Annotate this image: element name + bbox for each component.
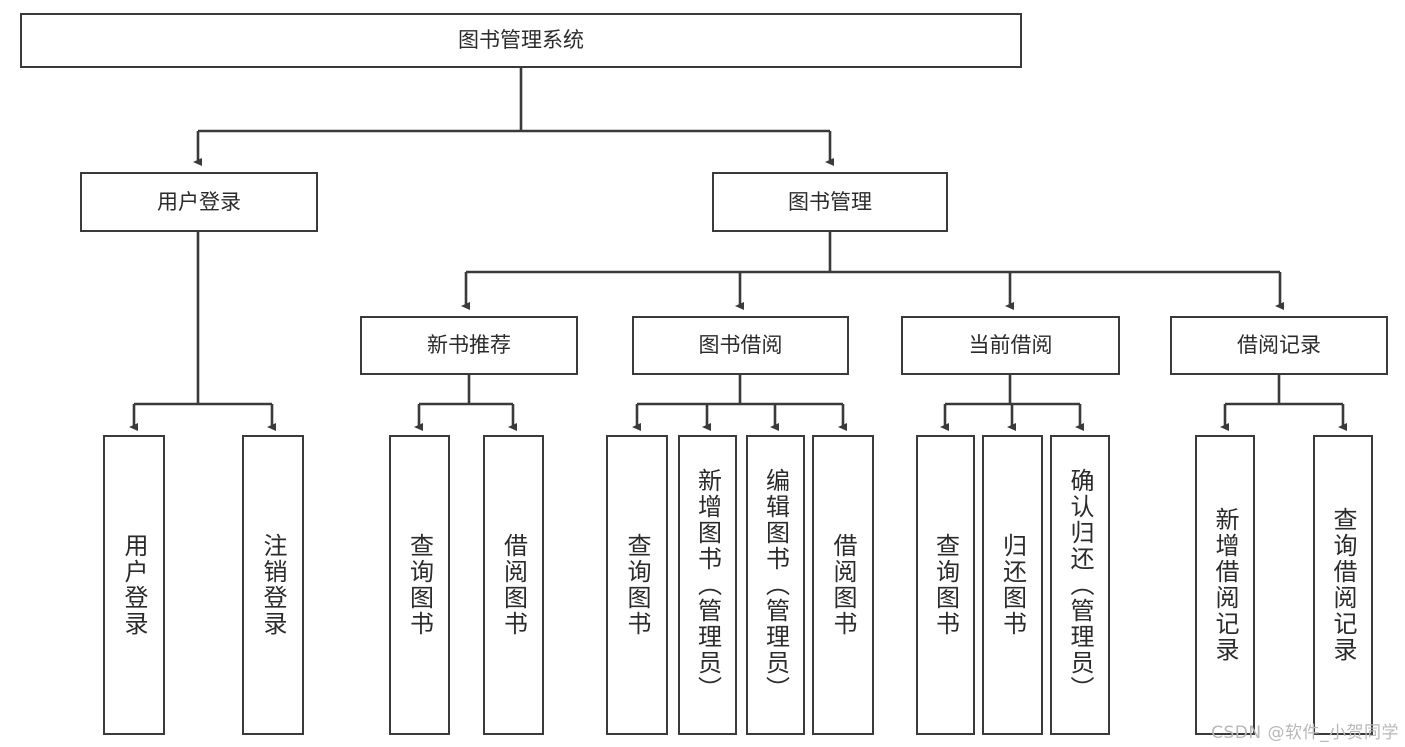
leaf-current-confirm-return-admin[interactable]: 确认归还（管理员） bbox=[1050, 435, 1110, 735]
leaf-user-login-login[interactable]: 用户登录 bbox=[103, 435, 165, 735]
node-label: 新增图书（管理员） bbox=[693, 468, 722, 702]
node-label: 借阅记录 bbox=[1237, 333, 1321, 358]
node-label: 查询图书 bbox=[623, 533, 651, 637]
leaf-user-login-logout[interactable]: 注销登录 bbox=[242, 435, 304, 735]
node-label: 注销登录 bbox=[259, 533, 287, 637]
node-new-book-recommend[interactable]: 新书推荐 bbox=[360, 316, 578, 375]
node-label: 借阅图书 bbox=[499, 533, 528, 637]
node-label: 当前借阅 bbox=[968, 333, 1053, 358]
node-user-login[interactable]: 用户登录 bbox=[80, 172, 318, 232]
node-current-borrow[interactable]: 当前借阅 bbox=[901, 316, 1120, 375]
node-book-management[interactable]: 图书管理 bbox=[712, 172, 948, 232]
leaf-borrow-borrow-book[interactable]: 借阅图书 bbox=[812, 435, 874, 735]
node-label: 图书借阅 bbox=[698, 333, 783, 358]
leaf-record-query-record[interactable]: 查询借阅记录 bbox=[1313, 435, 1373, 735]
leaf-borrow-query-book[interactable]: 查询图书 bbox=[606, 435, 668, 735]
node-label: 查询借阅记录 bbox=[1329, 507, 1357, 663]
node-label: 用户登录 bbox=[157, 189, 241, 214]
leaf-current-return-book[interactable]: 归还图书 bbox=[982, 435, 1043, 735]
node-label: 归还图书 bbox=[998, 533, 1027, 637]
node-label: 查询图书 bbox=[405, 533, 434, 637]
node-label: 确认归还（管理员） bbox=[1066, 468, 1094, 702]
node-book-borrow[interactable]: 图书借阅 bbox=[632, 316, 849, 375]
node-book-management-system[interactable]: 图书管理系统 bbox=[20, 13, 1022, 68]
node-label: 图书管理 bbox=[788, 189, 872, 214]
node-label: 新增借阅记录 bbox=[1211, 507, 1239, 663]
leaf-current-query-book[interactable]: 查询图书 bbox=[916, 435, 975, 735]
leaf-borrow-edit-book-admin[interactable]: 编辑图书（管理员） bbox=[746, 435, 805, 735]
node-label: 编辑图书（管理员） bbox=[761, 468, 790, 702]
node-label: 借阅图书 bbox=[829, 533, 857, 637]
node-label: 查询图书 bbox=[931, 533, 960, 637]
leaf-new-book-borrow[interactable]: 借阅图书 bbox=[483, 435, 544, 735]
node-label: 图书管理系统 bbox=[458, 28, 584, 53]
node-borrow-record[interactable]: 借阅记录 bbox=[1170, 316, 1388, 375]
node-label: 用户登录 bbox=[120, 533, 148, 637]
leaf-record-add-record[interactable]: 新增借阅记录 bbox=[1195, 435, 1255, 735]
leaf-borrow-add-book-admin[interactable]: 新增图书（管理员） bbox=[678, 435, 737, 735]
leaf-new-book-query[interactable]: 查询图书 bbox=[389, 435, 450, 735]
node-label: 新书推荐 bbox=[427, 333, 511, 358]
